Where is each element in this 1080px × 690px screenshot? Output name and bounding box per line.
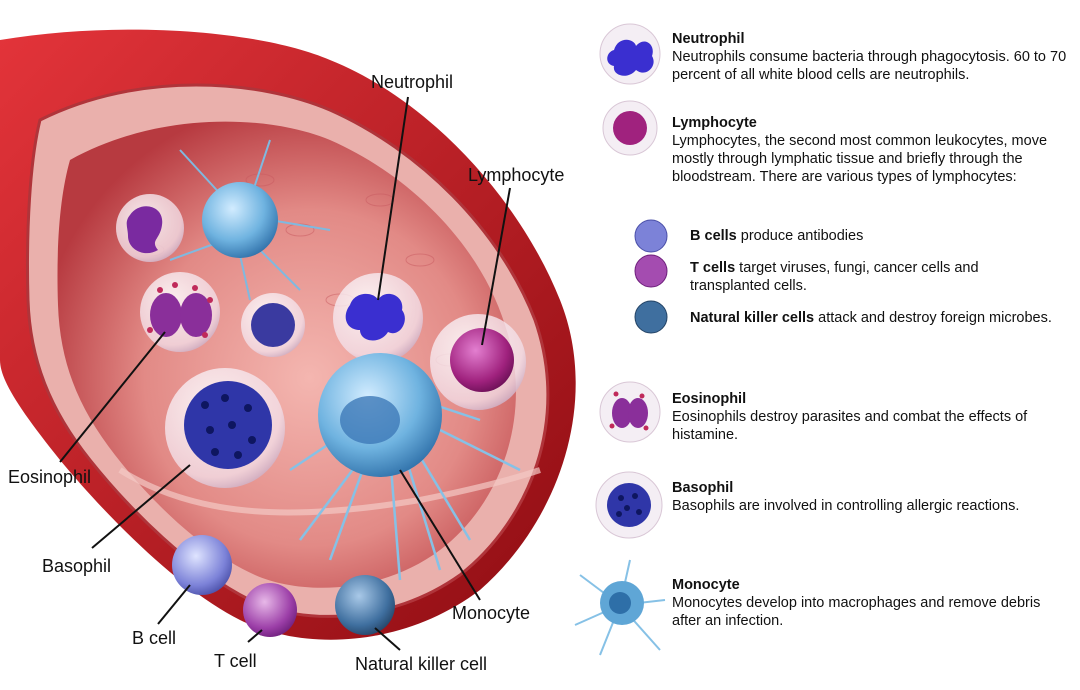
- legend-lymphocyte: Lymphocyte Lymphocytes, the second most …: [672, 114, 1067, 186]
- natural-killer-cell: [335, 575, 395, 635]
- eosinophil-icon: [599, 381, 661, 443]
- legend-t-cells-description: target viruses, fungi, cancer cells and …: [690, 260, 979, 294]
- callout-basophil: Basophil: [42, 556, 112, 576]
- legend-neutrophil-description: Neutrophils consume bacteria through pha…: [672, 49, 1067, 83]
- legend-b-cells-description: produce antibodies: [736, 228, 864, 244]
- callout-b-cell: B cell: [132, 628, 177, 648]
- eosinophil-cell: [140, 272, 220, 352]
- eosinophil-top: [116, 194, 184, 262]
- legend-basophil-title: Basophil: [672, 480, 734, 496]
- neutrophil-cell: [333, 273, 423, 363]
- legend-eosinophil-description: Eosinophils destroy parasites and combat…: [672, 409, 1028, 443]
- b-cell-icon: [634, 219, 668, 253]
- t-cell: [243, 583, 297, 637]
- legend-t-cells: T cells target viruses, fungi, cancer ce…: [690, 259, 1060, 295]
- legend-nk-cells: Natural killer cells attack and destroy …: [690, 309, 1060, 327]
- legend-nk-cells-title: Natural killer cells: [690, 310, 815, 326]
- neutrophil-icon: [599, 23, 661, 85]
- legend-lymphocyte-description: Lymphocytes, the second most common leuk…: [672, 133, 1048, 185]
- legend-t-cells-title: T cells: [690, 260, 736, 276]
- legend-eosinophil-title: Eosinophil: [672, 391, 747, 407]
- legend-neutrophil-title: Neutrophil: [672, 31, 745, 47]
- vessel-cut-edge: [118, 467, 541, 516]
- legend-monocyte-title: Monocyte: [672, 577, 740, 593]
- monocyte-upper: [169, 139, 331, 301]
- legend-b-cells-title: B cells: [690, 228, 737, 244]
- t-cell-icon: [634, 254, 668, 288]
- basophil-icon: [595, 471, 663, 539]
- legend-monocyte-description: Monocytes develop into macrophages and r…: [672, 595, 1041, 629]
- lymphocyte-icon: [602, 100, 658, 156]
- leader-lines: [59, 96, 511, 651]
- callout-natural-killer-cell: Natural killer cell: [355, 654, 488, 674]
- legend-basophil: Basophil Basophils are involved in contr…: [672, 479, 1067, 515]
- legend-b-cells: B cells produce antibodies: [690, 227, 1060, 245]
- callout-monocyte: Monocyte: [452, 603, 531, 623]
- b-cell: [172, 535, 232, 595]
- legend-lymphocyte-title: Lymphocyte: [672, 115, 757, 131]
- basophil-small: [241, 293, 305, 357]
- legend-eosinophil: Eosinophil Eosinophils destroy parasites…: [672, 390, 1067, 444]
- legend-basophil-description: Basophils are involved in controlling al…: [672, 498, 1020, 514]
- blood-vessel-illustration: [0, 29, 576, 651]
- legend-nk-cells-description: attack and destroy foreign microbes.: [814, 310, 1052, 326]
- monocyte-icon: [574, 559, 666, 656]
- callout-lymphocyte: Lymphocyte: [468, 165, 565, 185]
- callout-t-cell: T cell: [214, 651, 257, 671]
- natural-killer-cell-icon: [634, 300, 668, 334]
- basophil-cell: [165, 368, 285, 488]
- callout-eosinophil: Eosinophil: [8, 467, 92, 487]
- lymphocyte-cell: [430, 314, 526, 410]
- monocyte-cell: [289, 353, 521, 581]
- legend-neutrophil: Neutrophil Neutrophils consume bacteria …: [672, 30, 1067, 84]
- callout-neutrophil: Neutrophil: [371, 72, 454, 92]
- legend-monocyte: Monocyte Monocytes develop into macropha…: [672, 576, 1067, 630]
